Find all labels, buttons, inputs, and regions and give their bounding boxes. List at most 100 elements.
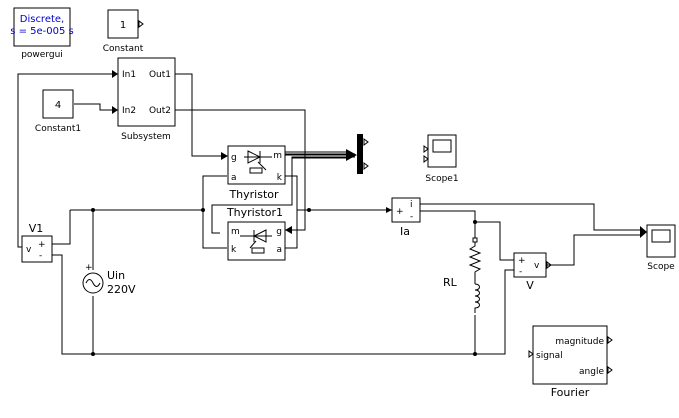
uin-plus-label: +	[85, 263, 93, 273]
scope1-label: Scope1	[425, 174, 458, 184]
wire-rl-v-plus[interactable]	[475, 221, 514, 261]
constant1-value: 4	[55, 100, 61, 111]
wire-v-scope[interactable]	[546, 234, 640, 266]
thyristor1-g-arrow	[285, 226, 292, 234]
wires	[17, 73, 640, 355]
junction-rl-bottom	[473, 352, 477, 356]
rl-load-block[interactable]: RL	[443, 237, 482, 313]
wire-ia-scope[interactable]	[420, 203, 640, 231]
thyristor-g-label: g	[231, 153, 237, 163]
wire-v1-minus[interactable]	[52, 254, 475, 355]
thyristor1-m-label: m	[231, 227, 240, 237]
powergui-line1: Discrete,	[20, 14, 64, 25]
fourier-input-port	[528, 350, 534, 358]
v-output-port	[546, 261, 552, 269]
ia-plus-label: +	[396, 207, 404, 217]
fourier-signal-label: signal	[536, 351, 563, 361]
subsystem-in2-arrow	[112, 106, 118, 114]
v-plus-label: +	[518, 256, 526, 266]
fourier-angle-label: angle	[579, 367, 604, 377]
v-block[interactable]: + - v V	[513, 252, 552, 292]
wire-out2-thyristor1-g[interactable]	[175, 109, 306, 231]
mux-bus-block[interactable]	[285, 134, 369, 174]
inductor-icon	[474, 283, 480, 313]
thyristor1-k-label: k	[231, 245, 237, 255]
uin-source-block[interactable]: + Uin 220V	[82, 263, 136, 296]
scope1-input-port-1	[423, 145, 429, 153]
constant1-label: Constant1	[35, 124, 81, 134]
thyristor-block[interactable]: g m a k Thyristor	[221, 145, 286, 201]
wire-v1-plus[interactable]	[52, 210, 71, 245]
constant-value: 1	[120, 20, 126, 31]
subsystem-block[interactable]: In1 In2 Out1 Out2 Subsystem	[112, 57, 176, 142]
thyristor1-g-label: g	[276, 227, 282, 237]
scope-label: Scope	[647, 262, 675, 272]
wire-constant1-in2[interactable]	[74, 103, 118, 111]
wire-out1-thyristor-g[interactable]	[175, 73, 227, 157]
wire-thyristor-a[interactable]	[202, 175, 227, 210]
thyristor-g-arrow	[221, 152, 228, 160]
mux-input-arrow	[346, 149, 357, 161]
rl-label: RL	[443, 276, 458, 289]
thyristor1-a-label: a	[276, 245, 282, 255]
uin-value: 220V	[107, 283, 136, 296]
uin-label: Uin	[107, 269, 125, 282]
ia-input-arrow	[386, 207, 392, 213]
v1-block[interactable]: v + - V1	[21, 222, 53, 263]
scope1-input-port-2	[423, 155, 429, 163]
wire-thyristor1-m-bus[interactable]	[211, 156, 355, 234]
fourier-magnitude-label: magnitude	[555, 337, 604, 347]
subsystem-in1-arrow	[112, 70, 118, 78]
v1-plus-label: +	[38, 240, 46, 250]
ia-block[interactable]: + i - Ia	[386, 197, 421, 238]
thyristor1-symbol-icon	[240, 229, 272, 254]
v1-minus-label: -	[39, 251, 42, 261]
powergui-label: powergui	[21, 50, 63, 60]
constant1-block[interactable]: 4 Constant1	[35, 89, 81, 134]
junction-rl-top	[473, 220, 477, 224]
constant-block[interactable]: 1 Constant	[103, 9, 144, 54]
wire-thyristor1-a[interactable]	[285, 210, 298, 249]
fourier-angle-port	[607, 366, 613, 374]
scope1-screen-icon	[432, 139, 452, 153]
wire-thyristor-k[interactable]	[285, 175, 298, 210]
constant-output-port	[138, 20, 144, 28]
fourier-magnitude-port	[607, 336, 613, 344]
scope-input-arrow	[640, 226, 647, 238]
powergui-block[interactable]: Discrete, s = 5e-005 s powergui	[10, 7, 74, 60]
subsystem-out1-label: Out1	[149, 70, 171, 80]
scope-screen-icon	[651, 229, 671, 243]
wire-thyristor1-k[interactable]	[202, 210, 227, 249]
constant-label: Constant	[103, 44, 144, 54]
sine-wave-icon	[85, 279, 101, 287]
scope-block[interactable]: Scope	[640, 224, 676, 272]
scope1-block[interactable]: Scope1	[423, 134, 459, 184]
wire-ia-rl[interactable]	[420, 210, 476, 240]
ia-minus-label: -	[410, 212, 413, 222]
ia-i-label: i	[410, 200, 413, 210]
resistor-icon	[468, 242, 482, 284]
thyristor1-label: Thyristor1	[226, 206, 283, 219]
v1-label: V1	[29, 222, 44, 235]
thyristor-k-label: k	[277, 173, 283, 183]
subsystem-in2-label: In2	[122, 106, 136, 116]
wire-rl-bottom[interactable]	[474, 269, 514, 355]
v-label: V	[526, 279, 534, 292]
wire-v1-in1[interactable]	[17, 73, 118, 248]
v-v-label: v	[534, 261, 540, 271]
junction-thyristor-output	[307, 208, 311, 212]
subsystem-in1-label: In1	[122, 70, 136, 80]
v1-v-label: v	[26, 245, 32, 255]
junction-thyristor-input	[201, 208, 205, 212]
rl-top-terminal	[472, 237, 478, 243]
thyristor1-block[interactable]: m g k a Thyristor1	[226, 206, 292, 261]
ia-label: Ia	[400, 225, 410, 238]
junction-dots	[91, 208, 477, 356]
fourier-block[interactable]: magnitude signal angle Fourier	[528, 325, 613, 399]
thyristor-symbol-icon	[244, 150, 272, 174]
junction-bottom-uin	[91, 352, 95, 356]
mux-bar	[357, 134, 363, 174]
powergui-line2: s = 5e-005 s	[10, 26, 74, 37]
mux-output-port-1	[363, 138, 369, 146]
